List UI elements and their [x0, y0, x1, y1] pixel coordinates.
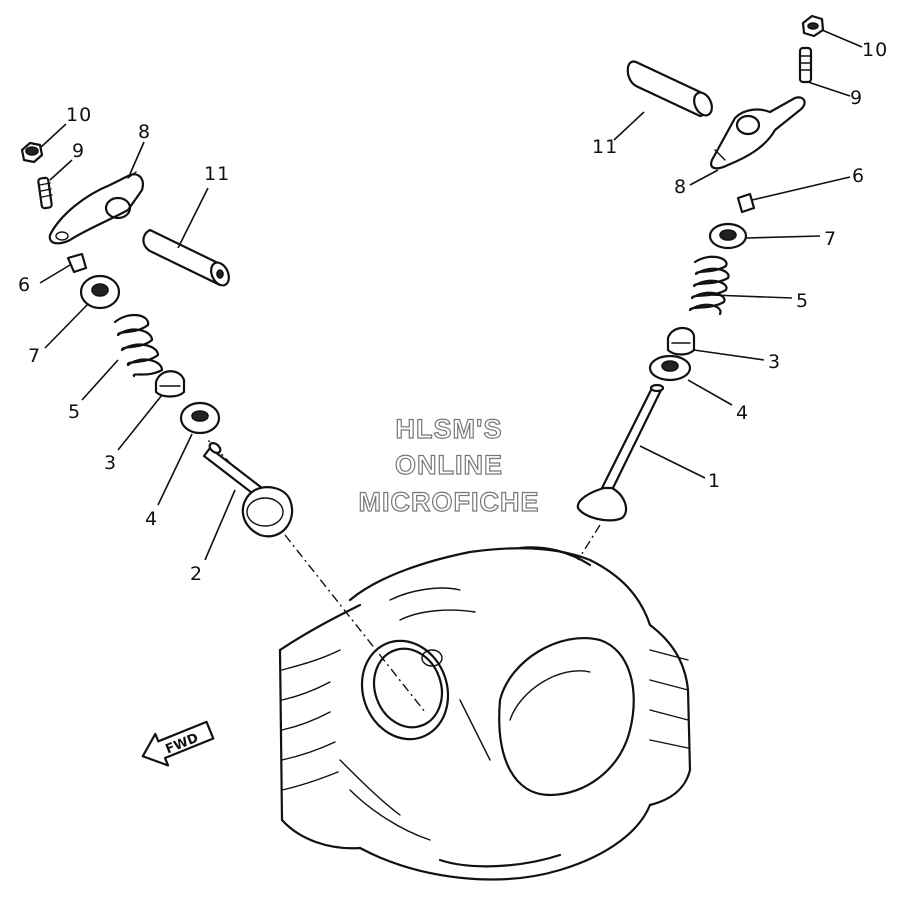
left-part-10-nut — [20, 141, 44, 164]
assembly-centerlines — [207, 439, 601, 713]
left-callout-6: 6 — [18, 274, 31, 296]
left-part-7-spring-retainer — [79, 274, 121, 310]
left-part-3-stem-seal — [154, 370, 186, 398]
left-part-6-valve-cotter — [66, 252, 88, 274]
right-part-1-intake-valve — [576, 383, 665, 522]
left-part-9-adjuster-screw — [37, 176, 53, 210]
right-callout-11: 11 — [592, 136, 618, 158]
right-part-7-spring-retainer — [708, 222, 748, 250]
right-callout-8: 8 — [674, 176, 687, 198]
watermark-line-1: HLSM'S — [396, 414, 503, 444]
cylinder-head — [278, 546, 692, 881]
callout-numbers-right: 10 9 11 8 6 7 5 3 4 1 — [592, 39, 888, 492]
right-part-3-stem-seal — [666, 326, 696, 356]
left-callout-2: 2 — [190, 563, 203, 585]
left-callout-7: 7 — [28, 345, 41, 367]
left-part-2-exhaust-valve — [202, 442, 294, 538]
callout-numbers-left: 10 9 8 11 6 7 5 3 4 2 — [18, 104, 230, 585]
right-callout-3: 3 — [768, 351, 781, 373]
right-part-10-nut — [801, 14, 825, 38]
left-callout-11: 11 — [204, 163, 230, 185]
left-callout-8: 8 — [138, 121, 151, 143]
right-part-9-adjuster-screw — [798, 46, 813, 84]
left-callout-9: 9 — [72, 140, 85, 162]
right-part-4-spring-seat — [648, 354, 692, 382]
right-callout-9: 9 — [850, 87, 863, 109]
right-part-11-rocker-shaft — [626, 60, 713, 118]
right-part-6-valve-cotter — [736, 192, 756, 214]
right-callout-5: 5 — [796, 290, 809, 312]
right-callout-1: 1 — [708, 470, 721, 492]
left-part-8-rocker-arm — [48, 171, 144, 245]
fwd-arrow-icon — [141, 720, 215, 767]
left-callout-5: 5 — [68, 401, 81, 423]
right-part-8-rocker-arm — [710, 96, 806, 170]
right-callout-7: 7 — [824, 228, 837, 250]
right-callout-4: 4 — [736, 402, 749, 424]
watermark: HLSM'S ONLINE MICROFICHE — [358, 413, 540, 517]
left-callout-3: 3 — [104, 452, 117, 474]
forward-direction-indicator: FWD — [141, 720, 215, 767]
right-part-5-valve-spring — [688, 255, 730, 316]
right-callout-6: 6 — [852, 165, 865, 187]
left-callout-10: 10 — [66, 104, 92, 126]
left-part-4-spring-seat — [179, 401, 221, 435]
left-part-5-valve-spring — [113, 313, 164, 378]
leader-lines — [39, 29, 863, 561]
watermark-line-2: ONLINE — [395, 450, 503, 480]
watermark-line-3: MICROFICHE — [359, 487, 540, 517]
left-part-11-rocker-shaft — [142, 228, 230, 287]
left-callout-4: 4 — [145, 508, 158, 530]
right-callout-10: 10 — [862, 39, 888, 61]
